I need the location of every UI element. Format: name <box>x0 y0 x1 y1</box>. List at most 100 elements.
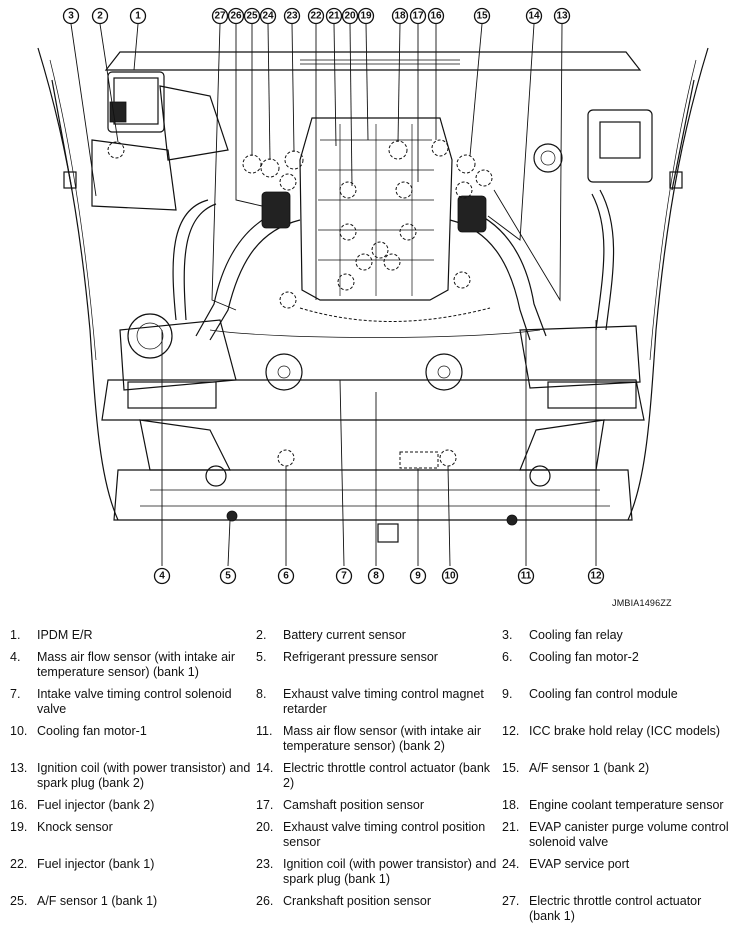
svg-text:2: 2 <box>97 11 103 22</box>
legend-row: 1.IPDM E/R 2.Battery current sensor 3.Co… <box>10 628 738 650</box>
callout-13: 13 <box>553 7 571 25</box>
body-outline-left <box>37 47 119 521</box>
legend-item: 20.Exhaust valve timing control position… <box>256 820 486 849</box>
component-legend: 1.IPDM E/R 2.Battery current sensor 3.Co… <box>10 628 738 931</box>
callout-27: 27 <box>211 7 229 25</box>
svg-text:20: 20 <box>344 11 356 22</box>
engine-cover <box>299 117 453 301</box>
ipdm-box <box>107 71 165 133</box>
svg-text:12: 12 <box>590 571 602 582</box>
engine-bay-drawing: 3 2 1 27 26 25 24 23 22 21 20 19 18 17 1… <box>37 7 709 585</box>
svg-text:16: 16 <box>430 11 442 22</box>
callout-18: 18 <box>391 7 409 25</box>
svg-text:5: 5 <box>225 571 231 582</box>
legend-row: 4.Mass air flow sensor (with intake air … <box>10 650 738 687</box>
svg-text:4: 4 <box>159 571 165 582</box>
legend-item: 12.ICC brake hold relay (ICC models) <box>502 724 721 738</box>
callout-26: 26 <box>227 7 245 25</box>
body-outline-right <box>627 47 709 521</box>
legend-row: 22.Fuel injector (bank 1) 23.Ignition co… <box>10 857 738 894</box>
svg-text:6: 6 <box>283 571 289 582</box>
hood-strut-right <box>671 79 695 191</box>
svg-text:8: 8 <box>373 571 379 582</box>
fuse-block-right <box>547 381 637 409</box>
legend-row: 13.Ignition coil (with power transistor)… <box>10 761 738 798</box>
fuse-block-left <box>127 381 217 409</box>
legend-item: 17.Camshaft position sensor <box>256 798 425 812</box>
legend-item: 16.Fuel injector (bank 2) <box>10 798 155 812</box>
front-bumper-beam <box>113 469 633 521</box>
svg-text:14: 14 <box>528 11 540 22</box>
svg-text:18: 18 <box>394 11 406 22</box>
callout-14: 14 <box>525 7 543 25</box>
legend-item: 6.Cooling fan motor-2 <box>502 650 639 664</box>
callout-21: 21 <box>325 7 343 25</box>
intake-duct-left <box>209 219 301 341</box>
svg-text:15: 15 <box>476 11 488 22</box>
callout-4: 4 <box>153 567 171 585</box>
legend-item: 9.Cooling fan control module <box>502 687 678 701</box>
callout-10: 10 <box>441 567 459 585</box>
leader-lines <box>70 23 597 567</box>
callout-2: 2 <box>91 7 109 25</box>
legend-row: 16.Fuel injector (bank 2) 17.Camshaft po… <box>10 798 738 820</box>
svg-text:11: 11 <box>521 571 532 582</box>
svg-text:17: 17 <box>412 11 424 22</box>
callout-25: 25 <box>243 7 261 25</box>
legend-item: 3.Cooling fan relay <box>502 628 623 642</box>
legend-item: 25.A/F sensor 1 (bank 1) <box>10 894 158 908</box>
svg-text:19: 19 <box>360 11 372 22</box>
callout-24: 24 <box>259 7 277 25</box>
legend-item: 19.Knock sensor <box>10 820 113 834</box>
callout-5: 5 <box>219 567 237 585</box>
legend-item: 14.Electric throttle control actuator (b… <box>256 761 491 790</box>
svg-text:26: 26 <box>230 11 242 22</box>
legend-item: 21.EVAP canister purge volume control so… <box>502 820 729 849</box>
svg-text:21: 21 <box>328 11 340 22</box>
legend-item: 18.Engine coolant temperature sensor <box>502 798 724 812</box>
callouts-top: 3 2 1 27 26 25 24 23 22 21 20 19 18 17 1… <box>62 7 571 25</box>
legend-item: 26.Crankshaft position sensor <box>256 894 431 908</box>
radiator-hose-right <box>599 189 615 331</box>
svg-text:3: 3 <box>68 11 74 22</box>
callout-3: 3 <box>62 7 80 25</box>
legend-item: 10.Cooling fan motor-1 <box>10 724 147 738</box>
legend-item: 4.Mass air flow sensor (with intake air … <box>10 650 235 679</box>
svg-text:23: 23 <box>286 11 298 22</box>
legend-row: 10.Cooling fan motor-1 11.Mass air flow … <box>10 724 738 761</box>
svg-text:9: 9 <box>415 571 421 582</box>
svg-text:22: 22 <box>310 11 322 22</box>
callout-1: 1 <box>129 7 147 25</box>
callout-16: 16 <box>427 7 445 25</box>
svg-text:24: 24 <box>262 11 274 22</box>
callout-11: 11 <box>517 567 535 585</box>
callout-23: 23 <box>283 7 301 25</box>
cooling-fan-2 <box>265 353 303 391</box>
throttle-actuator-bank1 <box>261 191 291 229</box>
air-cleaner-right <box>519 325 641 389</box>
cooling-fan-1 <box>425 353 463 391</box>
callout-12: 12 <box>587 567 605 585</box>
callout-15: 15 <box>473 7 491 25</box>
callout-17: 17 <box>409 7 427 25</box>
svg-text:1: 1 <box>135 11 141 22</box>
legend-item: 24.EVAP service port <box>502 857 630 871</box>
callout-22: 22 <box>307 7 325 25</box>
svg-text:13: 13 <box>556 11 568 22</box>
legend-row: 7.Intake valve timing control solenoid v… <box>10 687 738 724</box>
fan-control-module-marker <box>399 451 439 469</box>
callout-19: 19 <box>357 7 375 25</box>
callouts-bottom: 4 5 6 7 8 9 10 11 12 <box>153 567 605 585</box>
legend-item: 5.Refrigerant pressure sensor <box>256 650 438 664</box>
legend-item: 22.Fuel injector (bank 1) <box>10 857 155 871</box>
callout-9: 9 <box>409 567 427 585</box>
legend-item: 2.Battery current sensor <box>256 628 406 642</box>
throttle-actuator-bank2 <box>457 195 487 233</box>
svg-text:25: 25 <box>246 11 258 22</box>
legend-item: 1.IPDM E/R <box>10 628 93 642</box>
legend-item: 23.Ignition coil (with power transistor)… <box>256 857 497 886</box>
figure-code: JMBIA1496ZZ <box>612 598 672 608</box>
svg-text:7: 7 <box>341 571 347 582</box>
callout-7: 7 <box>335 567 353 585</box>
legend-item: 7.Intake valve timing control solenoid v… <box>10 687 232 716</box>
